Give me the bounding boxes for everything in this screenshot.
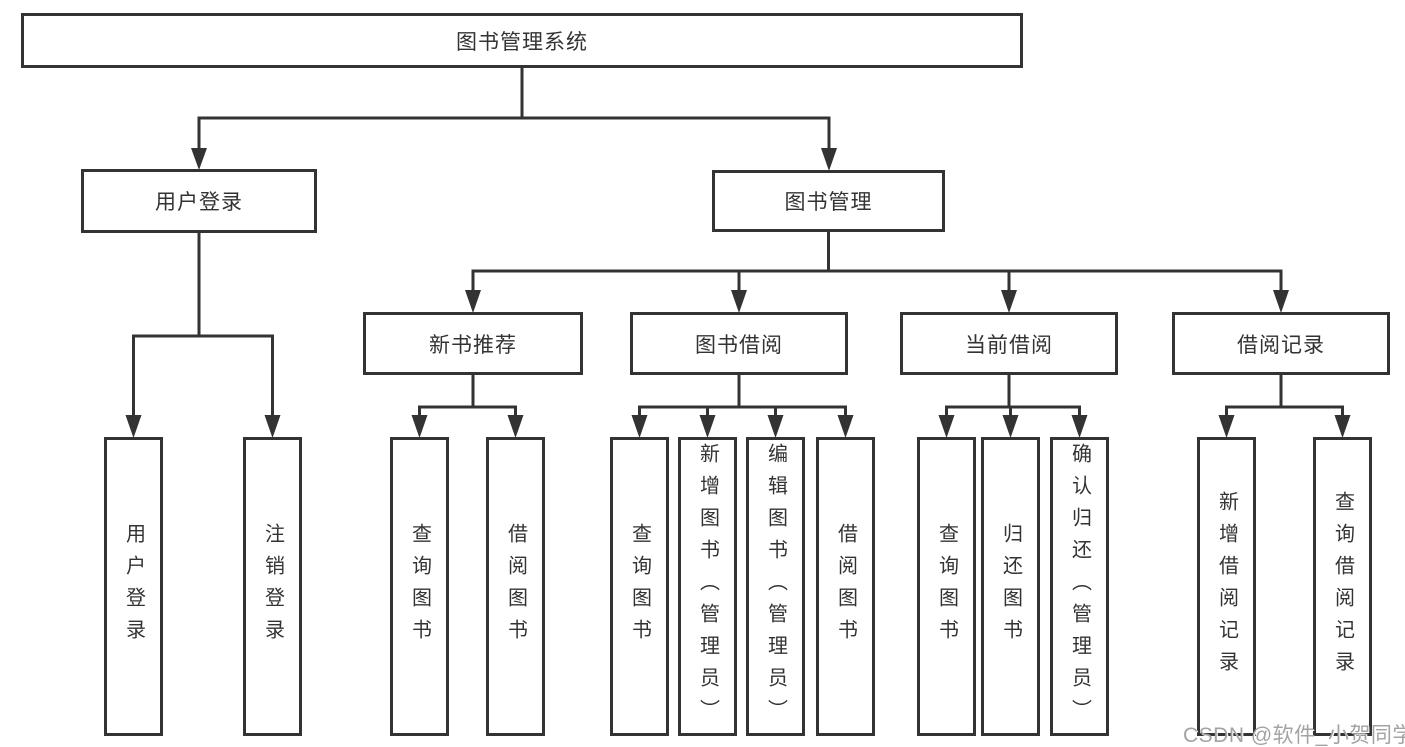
csdn-watermark: CSDN @软件_小贺同学	[1183, 724, 1405, 747]
node-return-books-leaf: 归还图书	[981, 437, 1040, 736]
node-borrow-books-leaf: 借阅图书	[816, 437, 875, 736]
node-query-books-leaf: 查询图书	[390, 437, 449, 736]
node-borrowing-records: 借阅记录	[1172, 312, 1390, 375]
node-edit-books-admin-leaf: 编辑图书（管理员）	[746, 437, 805, 736]
node-query-books-leaf: 查询图书	[610, 437, 669, 736]
node-new-book-recommendation: 新书推荐	[363, 312, 583, 375]
node-borrow-books-leaf: 借阅图书	[486, 437, 545, 736]
arrowheads	[125, 148, 1351, 438]
node-book-management: 图书管理	[712, 170, 945, 232]
node-query-books-leaf: 查询图书	[917, 437, 976, 736]
node-logout-leaf: 注销登录	[243, 437, 302, 736]
node-library-management-system: 图书管理系统	[21, 13, 1023, 68]
node-book-borrowing: 图书借阅	[630, 312, 848, 375]
node-query-borrow-record-leaf: 查询借阅记录	[1313, 437, 1372, 736]
node-current-borrowing: 当前借阅	[900, 312, 1118, 375]
node-user-login-leaf: 用户登录	[104, 437, 163, 736]
node-add-books-admin-leaf: 新增图书（管理员）	[678, 437, 737, 736]
node-user-login: 用户登录	[81, 169, 317, 233]
node-confirm-return-admin-leaf: 确认归还（管理员）	[1050, 437, 1109, 736]
node-add-borrow-record-leaf: 新增借阅记录	[1197, 437, 1256, 736]
